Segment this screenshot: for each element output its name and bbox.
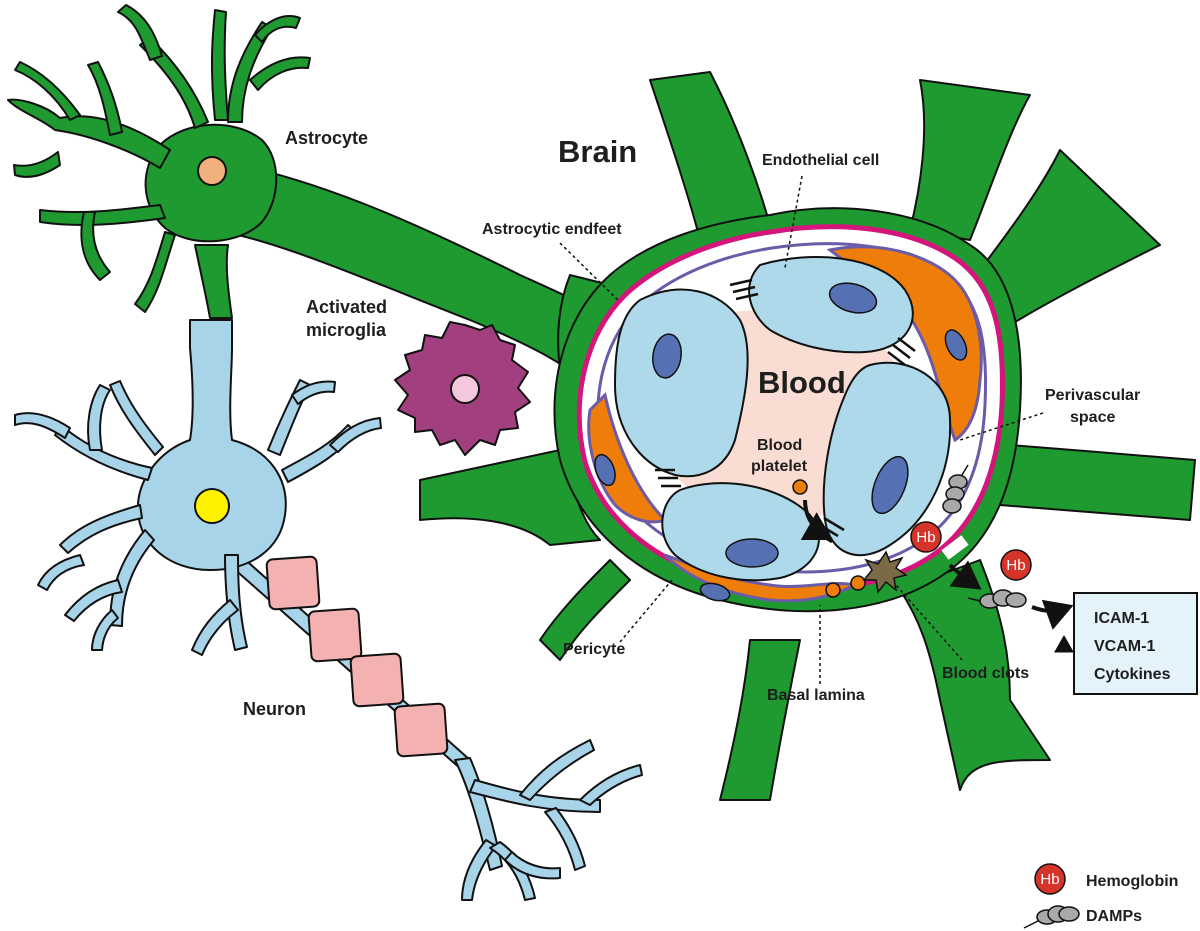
leader-pericyte	[619, 579, 673, 643]
hb-inside-label: Hb	[916, 529, 935, 546]
legend-damps-icon	[1036, 905, 1080, 925]
hb-outside-label: Hb	[1006, 557, 1025, 574]
label-blood-clots: Blood clots	[942, 665, 1029, 682]
label-blood-platelet-line1: Blood	[757, 437, 802, 454]
label-blood: Blood	[758, 365, 846, 400]
label-activated-microglia-line2: microglia	[306, 320, 387, 340]
markers-box	[1073, 592, 1198, 695]
pericyte-nucleus	[944, 329, 968, 361]
pericyte-nucleus	[699, 582, 731, 602]
endothelial-cells	[613, 256, 952, 582]
damps-arrow	[1031, 599, 1074, 630]
label-perivascular-space-line2: space	[1070, 409, 1115, 426]
label-activated-microglia-line1: Activated	[306, 297, 387, 317]
neuron-nucleus	[194, 488, 230, 524]
marker-icam1: ICAM-1	[1094, 610, 1149, 627]
platelet-arrow	[800, 499, 833, 540]
blood-clot	[862, 550, 908, 594]
pericyte-nucleus	[594, 453, 616, 487]
leak-arrow	[948, 560, 982, 590]
label-endothelial-cell: Endothelial cell	[762, 152, 879, 169]
astrocyte-nucleus	[197, 156, 227, 186]
legend-damps: DAMPs	[1086, 908, 1142, 925]
label-astrocytic-endfeet: Astrocytic endfeet	[482, 221, 622, 238]
neuron-soma	[136, 319, 287, 571]
label-astrocyte: Astrocyte	[285, 128, 368, 148]
label-brain: Brain	[558, 134, 637, 169]
damps-outside	[979, 589, 1027, 609]
blood-platelets	[792, 479, 866, 598]
damps-perivascular	[942, 474, 968, 514]
legend-hemoglobin: Hemoglobin	[1086, 873, 1178, 890]
vessel-gap	[941, 535, 969, 560]
legend: Hb Hemoglobin DAMPs	[1023, 863, 1178, 929]
label-basal-lamina: Basal lamina	[767, 687, 865, 704]
myelin-sheaths	[265, 555, 449, 758]
label-neuron: Neuron	[243, 699, 306, 719]
hb-outside	[1000, 549, 1032, 581]
marker-vcam1: VCAM-1	[1094, 638, 1155, 655]
activated-microglia	[394, 321, 531, 456]
label-perivascular-space-line1: Perivascular	[1045, 387, 1140, 404]
leader-perivascular-space	[959, 412, 1044, 441]
legend-hb-icon	[1034, 863, 1066, 895]
leader-astrocytic-endfeet	[559, 242, 621, 303]
hb-inside	[910, 521, 942, 553]
marker-cytokines: Cytokines	[1094, 666, 1171, 683]
endothelial-nuclei	[652, 282, 909, 568]
label-pericyte: Pericyte	[563, 641, 625, 658]
label-blood-platelet-line2: platelet	[751, 458, 808, 475]
leader-blood-clots	[895, 584, 963, 661]
legend-hb-symbol: Hb	[1040, 871, 1059, 888]
